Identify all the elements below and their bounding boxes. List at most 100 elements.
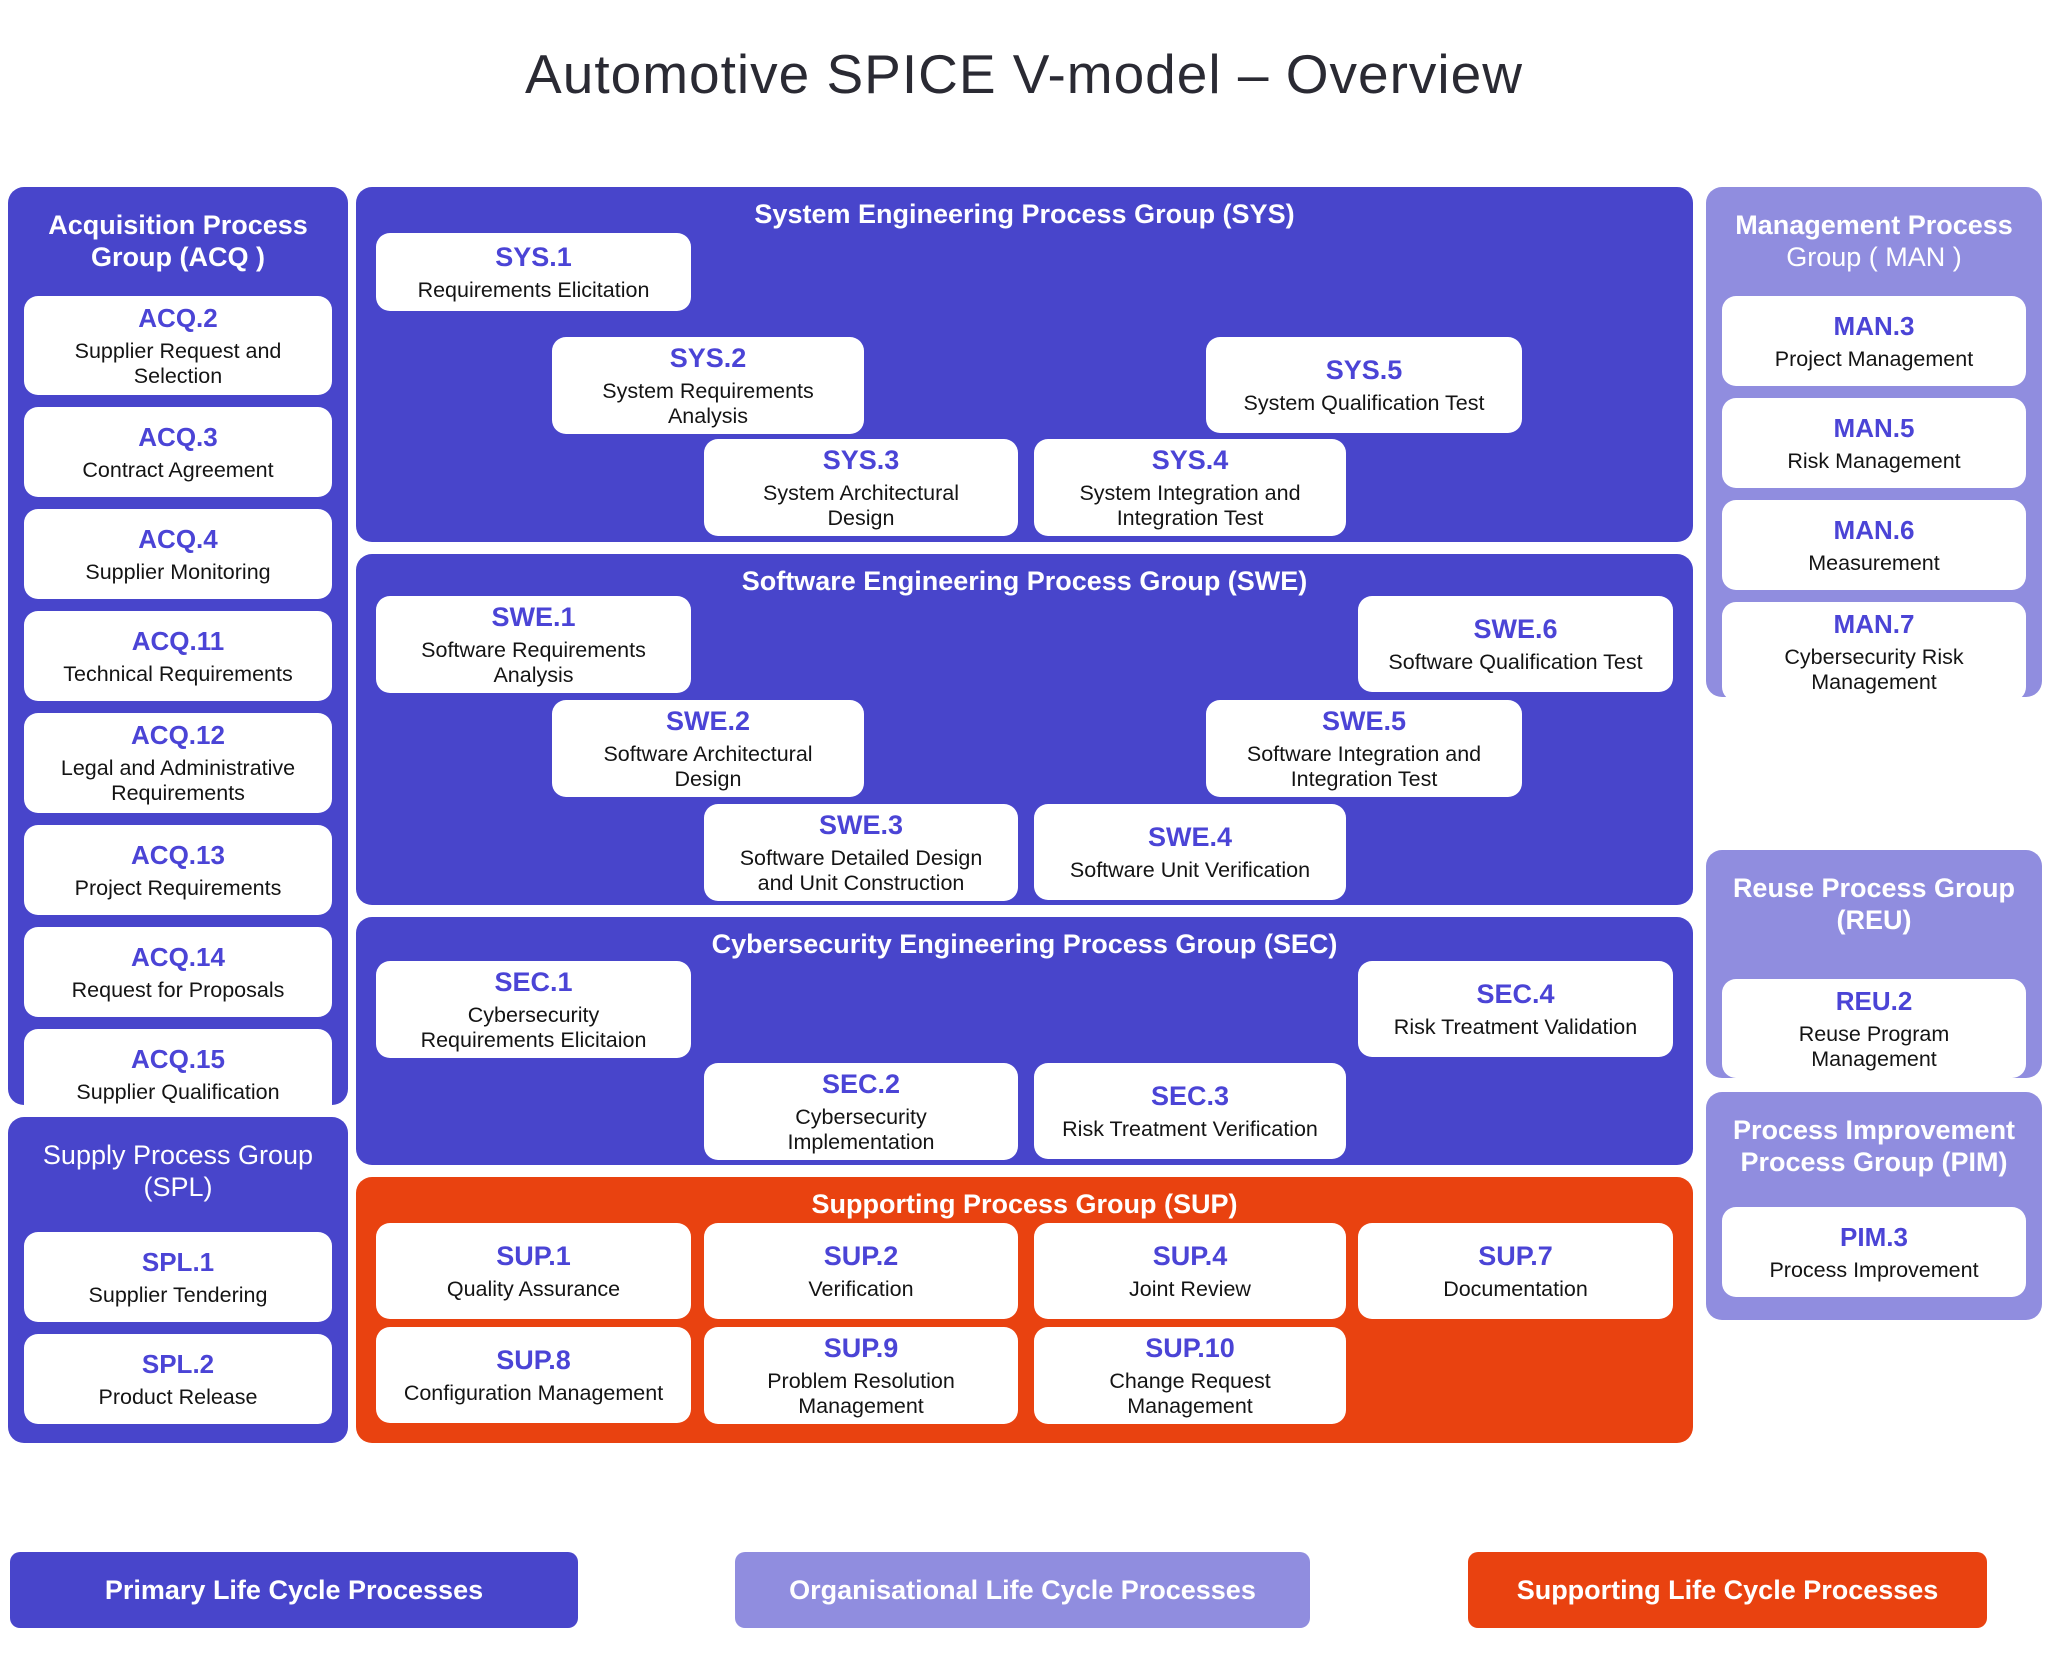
process-card-acq2: ACQ.2 Supplier Request and Selection — [24, 295, 332, 396]
process-card-sec1: SEC.1 Cybersecurity Requirements Elicita… — [376, 961, 691, 1058]
group-panel-sec: Cybersecurity Engineering Process Group … — [356, 917, 1693, 1165]
process-label: System Requirements Analysis — [602, 379, 814, 429]
process-card-sup9: SUP.9 Problem Resolution Management — [704, 1327, 1018, 1424]
process-card-pim3: PIM.3 Process Improvement — [1722, 1206, 2026, 1297]
group-title-man-rest: Group ( MAN ) — [1786, 242, 1962, 273]
group-panel-reu: Reuse Process Group (REU) REU.2 Reuse Pr… — [1706, 850, 2042, 1079]
process-code: ACQ.4 — [138, 524, 218, 555]
legend-primary-life-cycle: Primary Life Cycle Processes — [10, 1552, 578, 1628]
group-panel-pim: Process Improvement Process Group (PIM) … — [1706, 1092, 2042, 1320]
group-title-reu: Reuse Process Group (REU) — [1732, 873, 2016, 936]
group-panel-swe: Software Engineering Process Group (SWE)… — [356, 554, 1693, 905]
process-card-acq14: ACQ.14 Request for Proposals — [24, 926, 332, 1017]
process-label: Supplier Request and Selection — [74, 338, 282, 388]
process-card-sec3: SEC.3 Risk Treatment Verification — [1034, 1063, 1346, 1159]
process-code: SEC.4 — [1476, 979, 1555, 1010]
group-title-pim: Process Improvement Process Group (PIM) — [1732, 1115, 2016, 1178]
process-label: Joint Review — [1129, 1277, 1251, 1302]
process-card-acq15: ACQ.15 Supplier Qualification — [24, 1028, 332, 1119]
process-card-swe4: SWE.4 Software Unit Verification — [1034, 804, 1346, 900]
process-code: SEC.2 — [821, 1069, 901, 1099]
process-card-man5: MAN.5 Risk Management — [1722, 397, 2026, 488]
process-code: SPL.2 — [141, 1348, 215, 1379]
group-title-swe: Software Engineering Process Group (SWE) — [741, 566, 1308, 596]
process-card-reu2: REU.2 Reuse Program Management — [1722, 978, 2026, 1079]
process-code: SEC.1 — [494, 967, 573, 997]
process-code: SWE.5 — [1321, 706, 1407, 736]
process-card-acq3: ACQ.3 Contract Agreement — [24, 407, 332, 498]
process-label: System Architectural Design — [763, 481, 959, 531]
process-label: Supplier Qualification — [76, 1079, 280, 1104]
process-code: SPL.1 — [141, 1246, 215, 1277]
process-card-sec4: SEC.4 Risk Treatment Validation — [1358, 961, 1673, 1057]
process-code: SUP.10 — [1145, 1333, 1235, 1363]
process-card-sup10: SUP.10 Change Request Management — [1034, 1327, 1346, 1424]
process-label: System Integration and Integration Test — [1079, 481, 1301, 531]
process-code: SYS.2 — [669, 343, 747, 373]
process-label: Legal and Administrative Requirements — [60, 756, 296, 806]
process-code: SUP.8 — [496, 1345, 571, 1376]
process-code: SYS.1 — [495, 242, 572, 273]
process-card-acq4: ACQ.4 Supplier Monitoring — [24, 509, 332, 600]
process-label: Risk Management — [1787, 448, 1961, 473]
process-label: Configuration Management — [403, 1381, 664, 1406]
process-label: Supplier Tendering — [88, 1282, 268, 1307]
process-label: Change Request Management — [1109, 1369, 1271, 1419]
group-title-sup: Supporting Process Group (SUP) — [811, 1189, 1238, 1219]
process-code: SWE.2 — [665, 706, 751, 736]
legend-organisational-life-cycle: Organisational Life Cycle Processes — [735, 1552, 1310, 1628]
process-label: Project Management — [1774, 346, 1974, 371]
process-code: SUP.7 — [1478, 1241, 1553, 1272]
process-code: SWE.6 — [1473, 614, 1558, 645]
process-label: Documentation — [1443, 1277, 1588, 1302]
process-code: MAN.6 — [1833, 514, 1915, 545]
group-panel-man: Management Process Group ( MAN ) MAN.3 P… — [1706, 187, 2042, 702]
process-card-acq13: ACQ.13 Project Requirements — [24, 824, 332, 915]
group-panel-acq: Acquisition Process Group (ACQ ) ACQ.2 S… — [8, 187, 348, 1119]
page-title: Automotive SPICE V-model – Overview — [525, 43, 1523, 105]
process-card-spl2: SPL.2 Product Release — [24, 1333, 332, 1424]
process-card-swe3: SWE.3 Software Detailed Design and Unit … — [704, 804, 1018, 901]
group-panel-spl: Supply Process Group (SPL) SPL.1 Supplie… — [8, 1117, 348, 1443]
process-code: SWE.4 — [1147, 822, 1233, 853]
process-label: Software Qualification Test — [1388, 650, 1643, 675]
process-label: Risk Treatment Validation — [1393, 1015, 1638, 1040]
process-code: SUP.1 — [496, 1241, 571, 1272]
process-card-man7: MAN.7 Cybersecurity Risk Management — [1722, 601, 2026, 702]
process-label: Contract Agreement — [82, 458, 274, 483]
process-card-sys4: SYS.4 System Integration and Integration… — [1034, 439, 1346, 536]
process-label: Software Requirements Analysis — [421, 638, 646, 688]
process-label: Project Requirements — [74, 875, 282, 900]
process-label: Cybersecurity Implementation — [787, 1105, 935, 1155]
group-panel-sys: System Engineering Process Group (SYS) S… — [356, 187, 1693, 542]
process-code: REU.2 — [1835, 985, 1913, 1016]
process-card-man3: MAN.3 Project Management — [1722, 295, 2026, 386]
process-card-swe6: SWE.6 Software Qualification Test — [1358, 596, 1673, 692]
process-label: Software Integration and Integration Tes… — [1246, 742, 1482, 792]
process-code: SWE.3 — [818, 810, 904, 840]
process-label: Risk Treatment Verification — [1062, 1117, 1318, 1142]
process-label: Software Architectural Design — [603, 742, 813, 792]
process-label: Verification — [808, 1277, 914, 1302]
process-code: SYS.3 — [822, 445, 900, 475]
process-label: Supplier Monitoring — [85, 560, 271, 585]
process-code: PIM.3 — [1840, 1221, 1908, 1252]
process-code: MAN.7 — [1833, 608, 1915, 639]
group-title-man: Management Process Group ( MAN ) — [1722, 209, 2026, 274]
process-code: ACQ.13 — [131, 839, 225, 870]
process-label: Process Improvement — [1769, 1257, 1979, 1282]
process-label: Requirements Elicitation — [417, 278, 650, 303]
process-label: Product Release — [98, 1384, 258, 1409]
process-code: ACQ.2 — [138, 302, 218, 333]
process-card-sys3: SYS.3 System Architectural Design — [704, 439, 1018, 536]
process-card-sup2: SUP.2 Verification — [704, 1223, 1018, 1319]
process-code: MAN.5 — [1833, 412, 1915, 443]
process-label: Cybersecurity Risk Management — [1784, 644, 1964, 694]
process-code: ACQ.11 — [131, 626, 225, 657]
process-label: Technical Requirements — [63, 662, 293, 687]
process-card-spl1: SPL.1 Supplier Tendering — [24, 1231, 332, 1322]
group-title-sys: System Engineering Process Group (SYS) — [754, 199, 1295, 229]
process-code: SYS.4 — [1151, 445, 1229, 475]
process-code: ACQ.14 — [131, 941, 225, 972]
process-card-swe1: SWE.1 Software Requirements Analysis — [376, 596, 691, 693]
